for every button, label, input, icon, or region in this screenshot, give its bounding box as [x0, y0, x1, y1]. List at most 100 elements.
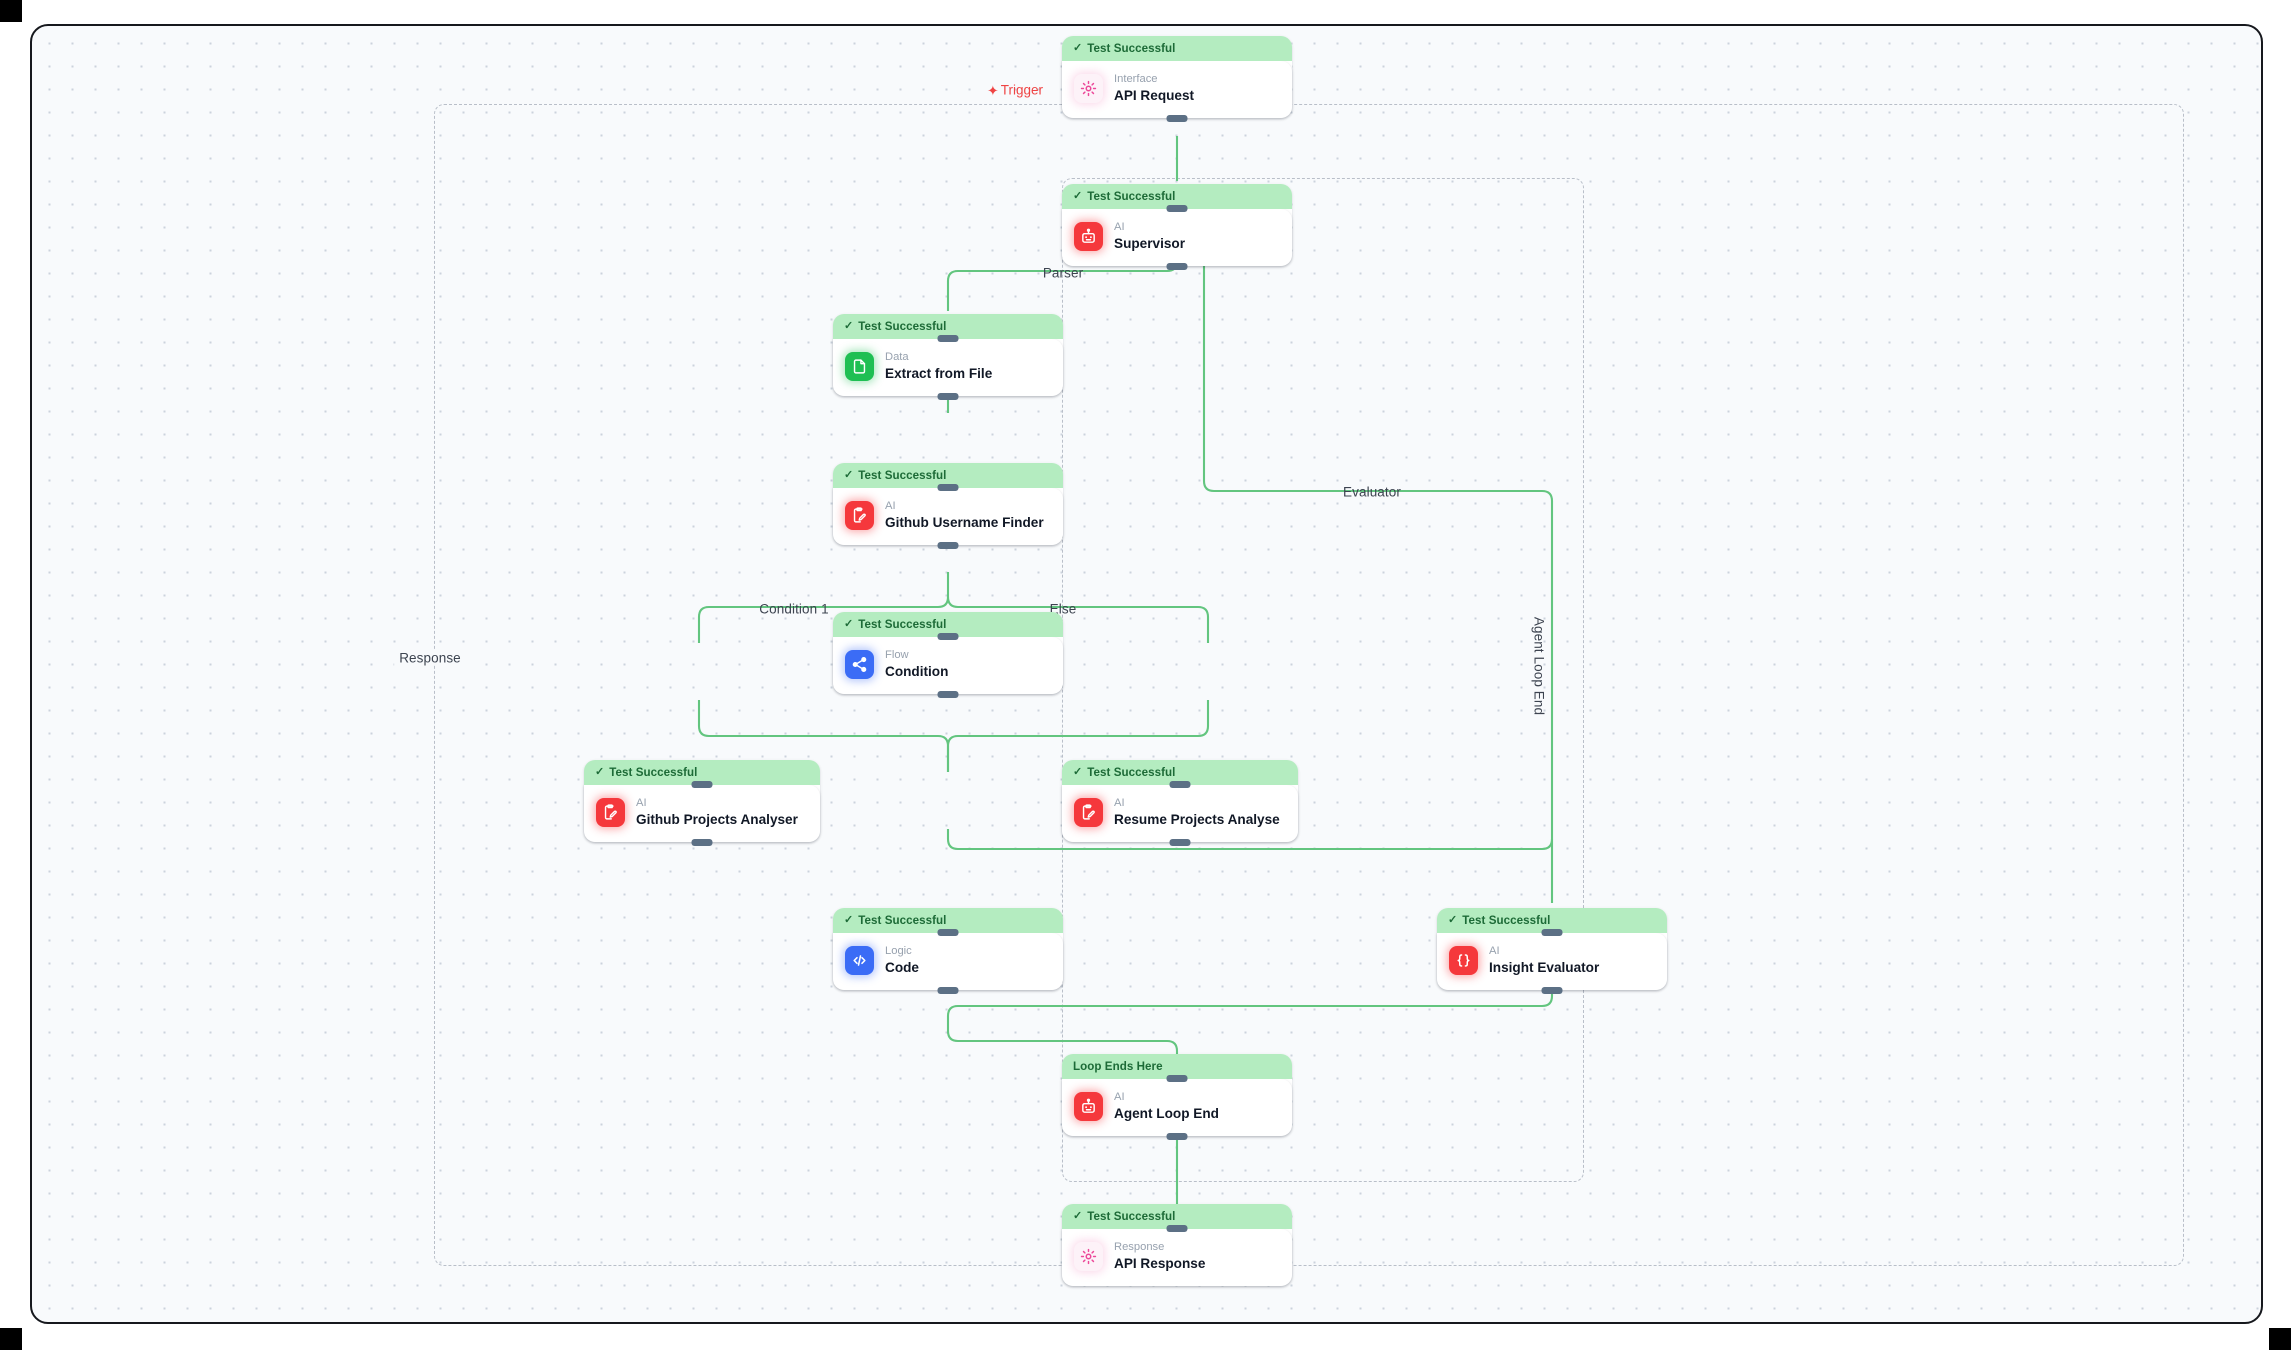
workflow-canvas[interactable]: Parser Evaluator Agent Loop End Conditio… — [30, 24, 2263, 1324]
corner-marker-bottom-left — [0, 1328, 22, 1350]
node-status-text: Test Successful — [858, 469, 947, 482]
node-handle-top[interactable] — [937, 929, 959, 936]
node-handle-top[interactable] — [937, 484, 959, 491]
node-body[interactable]: AI Supervisor — [1062, 205, 1292, 270]
node-body[interactable]: AI Resume Projects Analyse — [1062, 781, 1298, 846]
node-text: AI Supervisor — [1114, 220, 1185, 253]
edge-layer — [697, 136, 1554, 1211]
node-status-badge: ✓ Test Successful — [833, 314, 1063, 339]
node-handle-bottom[interactable] — [937, 987, 959, 994]
node-handle-bottom[interactable] — [937, 393, 959, 400]
node-handle-bottom[interactable] — [937, 542, 959, 549]
node-title-label: Github Projects Analyser — [636, 812, 798, 828]
node-condition[interactable]: ✓ Test Successful Flow Condition — [833, 612, 1063, 698]
node-handle-bottom[interactable] — [691, 839, 713, 846]
node-type-label: Response — [1114, 1241, 1165, 1254]
node-handle-bottom[interactable] — [1166, 115, 1188, 122]
corner-marker-top-left — [0, 0, 22, 22]
node-api-response[interactable]: ✓ Test Successful Response API Response — [1062, 1204, 1292, 1286]
node-body[interactable]: AI Github Username Finder — [833, 484, 1063, 549]
node-text: AI Github Projects Analyser — [636, 796, 798, 829]
edge-label-condition-1: Condition 1 — [759, 601, 829, 617]
node-status-text: Test Successful — [609, 766, 698, 779]
node-extract-from-file[interactable]: ✓ Test Successful Data Extract from File — [833, 314, 1063, 400]
node-type-label: AI — [1114, 797, 1125, 810]
branch-share-icon — [845, 650, 874, 679]
check-icon: ✓ — [1073, 42, 1083, 54]
check-icon: ✓ — [1073, 766, 1083, 778]
trigger-bolt-icon: ✦ — [987, 82, 999, 98]
node-type-label: AI — [1114, 1091, 1125, 1104]
node-resume-projects-analyse[interactable]: ✓ Test Successful AI Resume Projects Ana… — [1062, 760, 1298, 846]
node-body[interactable]: AI Github Projects Analyser — [584, 781, 820, 846]
node-title-label: Condition — [885, 664, 949, 680]
edge-label-agent-loop-end: Agent Loop End — [1531, 616, 1547, 716]
node-handle-top[interactable] — [1541, 929, 1563, 936]
gear-pink-icon — [1074, 74, 1103, 103]
node-status-text: Test Successful — [1087, 42, 1176, 55]
node-github-projects-analyser[interactable]: ✓ Test Successful AI Github Projects Ana… — [584, 760, 820, 846]
node-handle-bottom[interactable] — [1169, 839, 1191, 846]
node-handle-top[interactable] — [1166, 205, 1188, 212]
node-status-text: Test Successful — [1462, 914, 1551, 927]
node-text: Flow Condition — [885, 648, 948, 681]
node-status-badge: ✓ Test Successful — [833, 908, 1063, 933]
node-body[interactable]: AI Insight Evaluator — [1437, 929, 1667, 994]
node-status-badge: ✓ Test Successful — [1437, 908, 1667, 933]
node-handle-bottom[interactable] — [1166, 263, 1188, 270]
node-body[interactable]: Data Extract from File — [833, 335, 1063, 400]
node-text: Response API Response — [1114, 1240, 1205, 1273]
check-icon: ✓ — [844, 320, 854, 332]
check-icon: ✓ — [844, 914, 854, 926]
node-code[interactable]: ✓ Test Successful Logic Code — [833, 908, 1063, 994]
node-status-text: Test Successful — [858, 320, 947, 333]
node-body[interactable]: Logic Code — [833, 929, 1063, 994]
node-handle-top[interactable] — [1166, 1225, 1188, 1232]
edge-label-evaluator: Evaluator — [1343, 484, 1401, 500]
node-api-request[interactable]: ✓ Test Successful Interface API Request — [1062, 36, 1292, 122]
node-body[interactable]: Interface API Request — [1062, 61, 1292, 122]
curly-braces-icon — [1449, 946, 1478, 975]
node-handle-top[interactable] — [1169, 781, 1191, 788]
node-status-badge: ✓ Test Successful — [833, 612, 1063, 637]
gear-pink-icon — [1074, 1242, 1103, 1271]
node-text: AI Github Username Finder — [885, 499, 1044, 532]
node-status-text: Test Successful — [1087, 766, 1176, 779]
check-icon: ✓ — [844, 469, 854, 481]
node-title-label: Extract from File — [885, 366, 993, 382]
node-agent-loop-end[interactable]: Loop Ends Here AI Agent Loop End — [1062, 1054, 1292, 1140]
node-handle-top[interactable] — [691, 781, 713, 788]
node-body[interactable]: Flow Condition — [833, 633, 1063, 698]
node-handle-top[interactable] — [937, 335, 959, 342]
node-title-label: Supervisor — [1114, 236, 1186, 252]
node-supervisor[interactable]: ✓ Test Successful AI Supervisor — [1062, 184, 1292, 270]
file-document-icon — [845, 352, 874, 381]
node-text: Data Extract from File — [885, 350, 992, 383]
node-title-label: Code — [885, 960, 919, 976]
node-title-label: Resume Projects Analyse — [1114, 812, 1280, 828]
edge-label-parser: Parser — [1042, 265, 1084, 281]
node-body[interactable]: Response API Response — [1062, 1225, 1292, 1286]
node-status-text: Test Successful — [1087, 190, 1176, 203]
node-handle-bottom[interactable] — [1541, 987, 1563, 994]
node-body[interactable]: AI Agent Loop End — [1062, 1075, 1292, 1140]
node-status-badge: Loop Ends Here — [1062, 1054, 1292, 1079]
node-type-label: AI — [885, 500, 896, 513]
node-handle-bottom[interactable] — [1166, 1133, 1188, 1140]
node-text: Interface API Request — [1114, 72, 1194, 105]
robot-icon — [1074, 222, 1103, 251]
node-text: Logic Code — [885, 944, 919, 977]
node-insight-evaluator[interactable]: ✓ Test Successful AI Insight Evaluator — [1437, 908, 1667, 994]
node-handle-top[interactable] — [1166, 1075, 1188, 1082]
node-status-badge: ✓ Test Successful — [1062, 184, 1292, 209]
trigger-label: ✦ Trigger — [987, 83, 1043, 98]
node-github-username-finder[interactable]: ✓ Test Successful AI Github Username Fin… — [833, 463, 1063, 549]
node-text: AI Insight Evaluator — [1489, 944, 1599, 977]
node-handle-top[interactable] — [937, 633, 959, 640]
check-icon: ✓ — [595, 766, 605, 778]
node-handle-bottom[interactable] — [937, 691, 959, 698]
node-status-text: Test Successful — [858, 618, 947, 631]
node-text: AI Resume Projects Analyse — [1114, 796, 1280, 829]
node-status-text: Test Successful — [858, 914, 947, 927]
